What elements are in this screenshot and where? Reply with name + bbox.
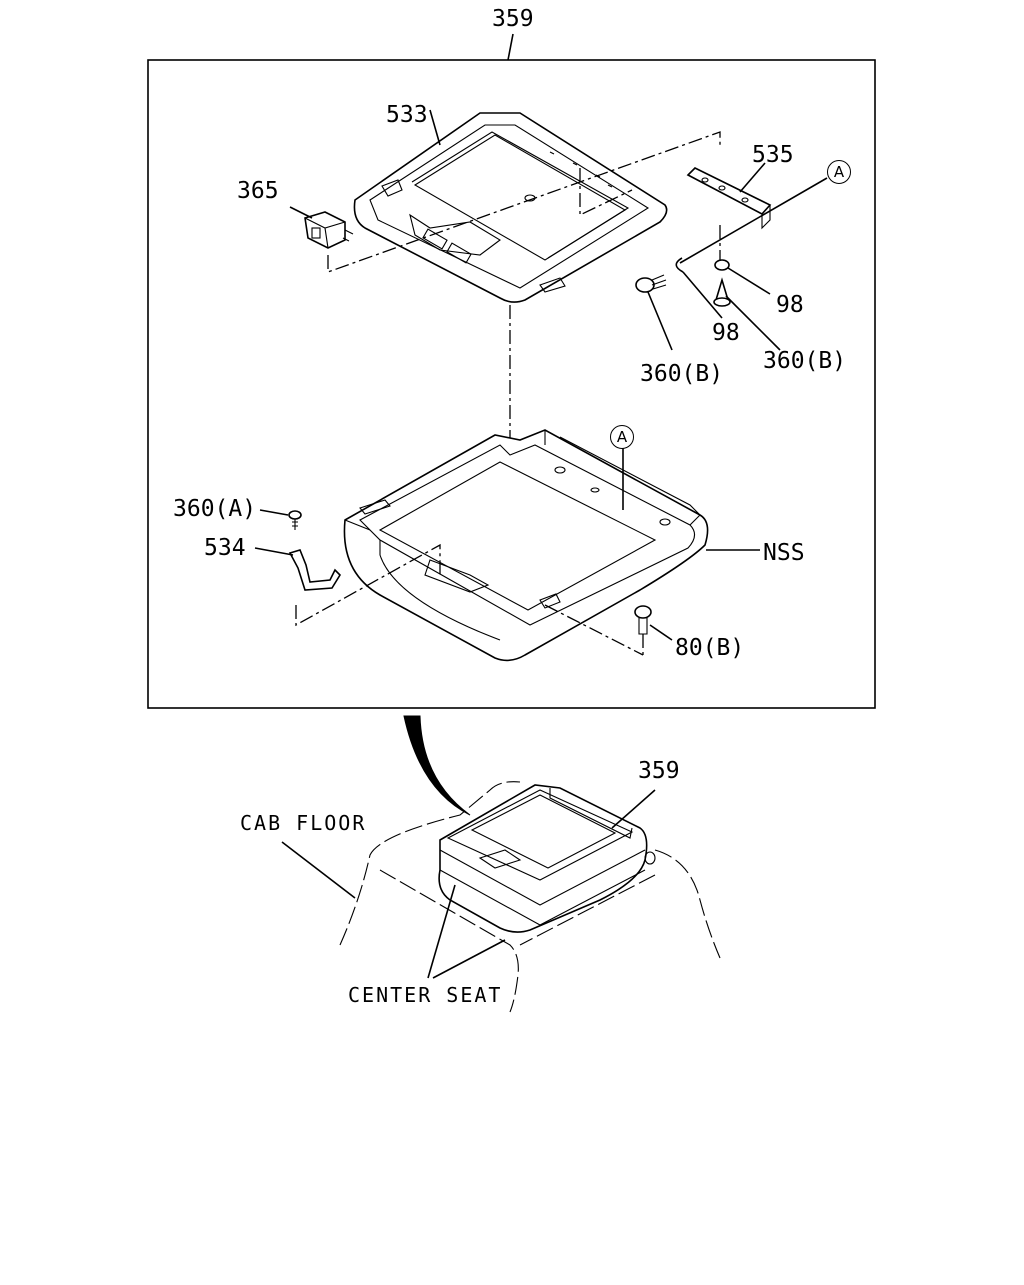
clip-80b [634, 605, 652, 635]
callout-lid: 533 [386, 102, 428, 128]
bracket-535 [686, 167, 772, 230]
console-359-installed [438, 784, 656, 933]
centerline-80b [544, 604, 644, 656]
leader-359-top [507, 33, 514, 61]
screw-360b-left [635, 274, 667, 293]
leader-535 [739, 162, 766, 193]
screw-360b-right [713, 277, 731, 307]
callout-cab-floor: CAB FLOOR [240, 811, 367, 835]
leader-80b [649, 624, 673, 641]
callout-screw-b-left: 360(B) [640, 361, 724, 387]
centerline-534 [295, 543, 441, 627]
screw-360a [288, 510, 302, 530]
lid-533 [353, 112, 668, 303]
leader-cab-floor [281, 841, 356, 899]
cab-floor-outline [339, 781, 721, 1013]
leader-365 [289, 206, 313, 219]
callout-clip: 80(B) [675, 635, 745, 661]
leader-center-seat-b [432, 939, 506, 979]
callout-bracket-534: 534 [204, 535, 246, 561]
callout-ref-a-top: A [827, 160, 851, 184]
leader-98-left [682, 271, 723, 319]
centerline-365 [327, 131, 721, 273]
callout-ref-a-bottom: A [610, 425, 634, 449]
callout-screw-b-right: 360(B) [763, 348, 847, 374]
leader-360b-right [725, 295, 781, 351]
callout-center-seat: CENTER SEAT [348, 983, 503, 1007]
callout-switch: 365 [237, 178, 279, 204]
leader-534 [254, 547, 294, 556]
leader-ref-a-top [679, 177, 828, 264]
leader-533 [429, 109, 441, 146]
callout-washer-right: 98 [776, 292, 804, 318]
bracket-534 [288, 549, 342, 591]
washer-98-left [675, 257, 684, 273]
leader-360b-left [647, 291, 673, 351]
callout-nss: NSS [763, 540, 805, 566]
switch-365 [304, 211, 354, 249]
callout-assembly-bottom: 359 [638, 758, 680, 784]
base-nss [343, 429, 709, 662]
leader-359-bottom [611, 789, 656, 829]
callout-screw-a: 360(A) [173, 496, 257, 522]
leader-center-seat-a [427, 884, 456, 979]
leader-360a [259, 509, 289, 516]
washer-98-right [714, 259, 730, 271]
callout-arrow [403, 715, 471, 816]
detail-frame [147, 59, 876, 709]
leader-98-right [727, 267, 771, 295]
callout-bracket-535: 535 [752, 142, 794, 168]
callout-assembly-top: 359 [492, 6, 534, 32]
centerline-lid [579, 168, 633, 217]
callout-washer-left: 98 [712, 320, 740, 346]
